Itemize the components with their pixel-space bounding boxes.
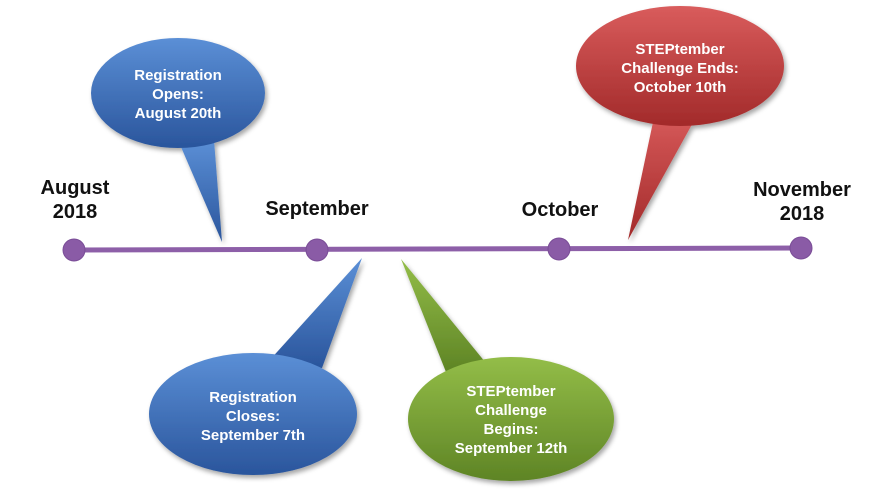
- callout-challenge-ends-line-3: October 10th: [633, 78, 727, 96]
- callout-registration-closes-text: Registration Closes: September 7th: [173, 380, 333, 452]
- callout-challenge-ends-line-2: Challenge Ends:: [621, 59, 739, 77]
- month-label-august-line-2: 2018: [52, 201, 98, 223]
- month-label-november-line-1: November: [753, 179, 851, 201]
- callout-challenge-begins-line-4: September 12th: [454, 440, 568, 457]
- timeline-marker-september: [305, 238, 329, 262]
- month-label-august: August 2018: [25, 176, 125, 224]
- callout-challenge-begins: [401, 259, 614, 481]
- callout-challenge-begins-line-2: Challenge: [475, 402, 547, 419]
- timeline-marker-november: [789, 236, 813, 260]
- month-label-september: September: [252, 197, 382, 221]
- callout-registration-closes-bubble: [149, 353, 357, 475]
- callout-challenge-ends: [576, 6, 784, 240]
- callout-registration-closes: [149, 258, 362, 475]
- month-label-november-line-2: 2018: [779, 203, 825, 225]
- callout-registration-closes-line-2: Closes:: [225, 407, 281, 425]
- month-label-september-line-1: September: [265, 198, 369, 220]
- month-label-november: November 2018: [737, 178, 867, 226]
- callout-challenge-ends-shape: [628, 108, 700, 240]
- timeline-marker-october: [547, 237, 571, 261]
- callout-challenge-begins-shape: [401, 259, 490, 372]
- callout-registration-opens-bubble: [91, 38, 265, 148]
- callout-challenge-ends-line-1: STEPtember: [635, 40, 725, 58]
- callout-challenge-begins-bubble: [408, 357, 614, 481]
- callout-registration-closes-line-3: September 7th: [200, 426, 306, 444]
- month-label-october-line-1: October: [521, 199, 599, 221]
- month-label-october: October: [505, 198, 615, 222]
- callout-registration-opens-shape: [178, 140, 222, 242]
- callout-challenge-begins-text: STEPtember Challenge Begins: September 1…: [431, 374, 591, 466]
- callout-challenge-begins-line-3: Begins:: [483, 421, 539, 438]
- callout-registration-opens-line-3: August 20th: [134, 104, 222, 122]
- callout-registration-opens-line-1: Registration: [134, 66, 222, 84]
- callout-registration-closes-line-1: Registration: [209, 388, 297, 406]
- callout-challenge-ends-text: STEPtember Challenge Ends: October 10th: [600, 32, 760, 104]
- timeline-line: [71, 245, 805, 253]
- month-label-august-line-1: August: [40, 177, 110, 199]
- callout-challenge-ends-bubble: [576, 6, 784, 126]
- callout-registration-opens: [91, 38, 265, 242]
- callout-challenge-begins-line-1: STEPtember: [466, 383, 556, 400]
- callout-registration-opens-line-2: Opens:: [152, 85, 204, 103]
- timeline-marker-august: [62, 238, 86, 262]
- callout-registration-opens-text: Registration Opens: August 20th: [108, 58, 248, 130]
- callout-registration-closes-shape: [268, 258, 362, 368]
